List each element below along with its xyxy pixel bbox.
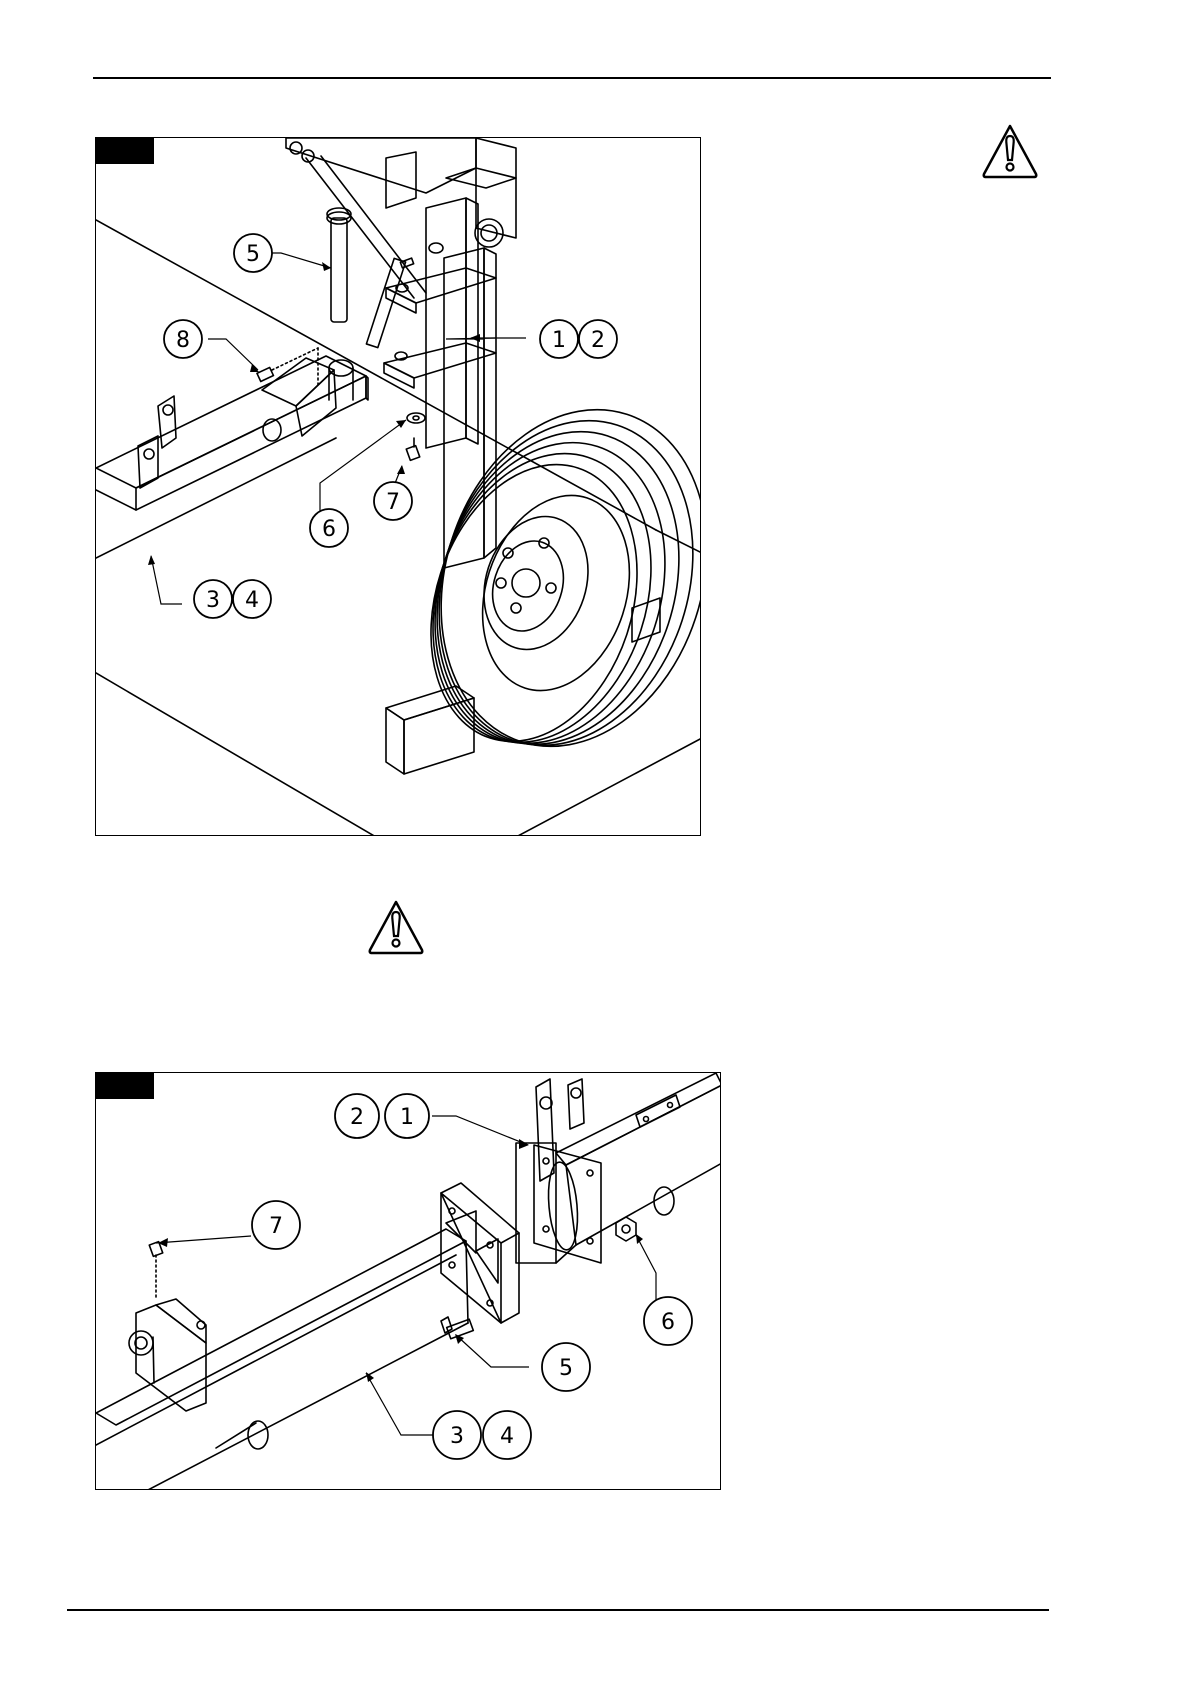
callout-6-label: 6: [661, 1310, 675, 1335]
callout-5-label: 5: [246, 242, 260, 267]
callout-3-label: 3: [206, 588, 220, 613]
warning-triangle-icon: [366, 898, 426, 956]
callout-2-label: 2: [591, 328, 605, 353]
figure-1-wheel-assembly: 5 8 1 2 7 6 3 4: [95, 137, 701, 836]
callout-8-label: 8: [176, 328, 190, 353]
figure-2-drawing: 2 1 7 6 5 3 4: [96, 1073, 721, 1490]
figure-1-drawing: 5 8 1 2 7 6 3 4: [96, 138, 701, 836]
warning-triangle-icon: [980, 122, 1040, 180]
callout-3-label: 3: [450, 1424, 464, 1449]
callout-4-label: 4: [500, 1424, 514, 1449]
callout-1-label: 1: [400, 1105, 414, 1130]
callout-1-label: 1: [552, 328, 566, 353]
footer-rule: [67, 1609, 1049, 1611]
callout-7-label: 7: [269, 1214, 283, 1239]
callout-2-label: 2: [350, 1105, 364, 1130]
callout-5-label: 5: [559, 1356, 573, 1381]
callout-4-label: 4: [245, 588, 259, 613]
figure-2-frame-assembly: 2 1 7 6 5 3 4: [95, 1072, 721, 1490]
callout-6-label: 6: [322, 517, 336, 542]
callout-7-label: 7: [386, 490, 400, 515]
header-rule: [93, 77, 1051, 79]
